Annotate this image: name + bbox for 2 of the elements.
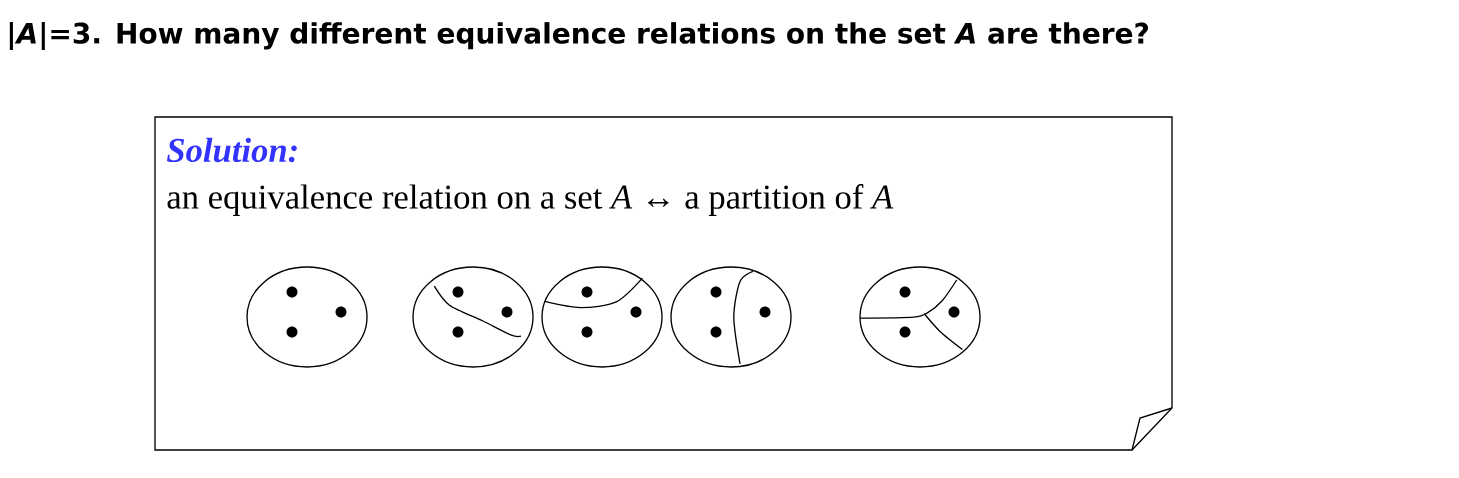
- note-box: Solution: an equivalence relation on a set A ↔ a partition of A: [154, 116, 1173, 451]
- title: |A|=3. How many different equivalence relations on the set A are there?: [9, 22, 1148, 50]
